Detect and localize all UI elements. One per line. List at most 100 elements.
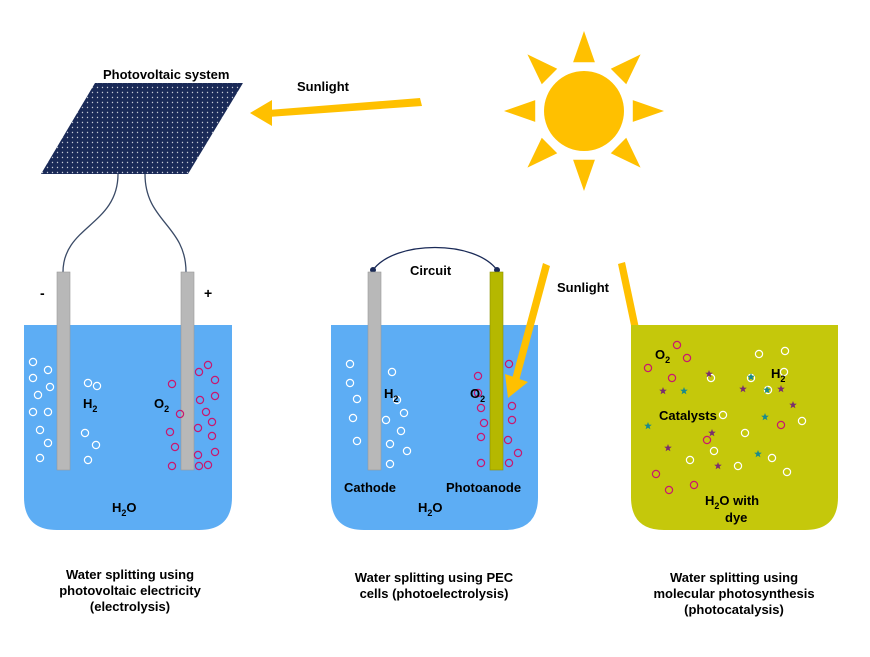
solar-panel-cells bbox=[41, 83, 243, 174]
hydrogen-bubble bbox=[345, 378, 355, 388]
negative-wire bbox=[62, 173, 119, 273]
caption-photocatalysis: Water splitting using molecular photosyn… bbox=[619, 570, 849, 618]
oxygen-bubble bbox=[203, 460, 213, 470]
hydrogen-bubble bbox=[348, 413, 358, 423]
star-icon bbox=[705, 370, 713, 378]
oxygen-bubble bbox=[473, 388, 483, 398]
oxygen-bubble bbox=[776, 420, 786, 430]
star-icon bbox=[777, 385, 785, 393]
minus-sign: - bbox=[40, 285, 45, 301]
hydrogen-label: H2 bbox=[83, 396, 97, 414]
sun-ray bbox=[632, 100, 664, 122]
hydrogen-bubble bbox=[28, 357, 38, 367]
hydrogen-bubble bbox=[352, 436, 362, 446]
caption-line: cells (photoelectrolysis) bbox=[359, 586, 509, 601]
hydrogen-bubble bbox=[706, 373, 716, 383]
positive-wire bbox=[144, 173, 187, 273]
water-label: H2O bbox=[112, 500, 137, 518]
hydrogen-bubble bbox=[43, 438, 53, 448]
hydrogen-bubble bbox=[28, 407, 38, 417]
water-dye-label-line2: dye bbox=[725, 510, 747, 525]
oxygen-bubble bbox=[702, 435, 712, 445]
oxygen-bubble bbox=[476, 403, 486, 413]
hydrogen-bubble bbox=[91, 440, 101, 450]
oxygen-bubble bbox=[476, 458, 486, 468]
pec-oxygen-label: O2 bbox=[470, 386, 485, 404]
hydrogen-bubble bbox=[763, 385, 773, 395]
sun-ray bbox=[527, 137, 558, 168]
oxygen-bubble bbox=[194, 367, 204, 377]
hydrogen-bubble bbox=[767, 453, 777, 463]
caption-line: Water splitting using bbox=[65, 567, 195, 582]
circuit-wire bbox=[372, 246, 498, 271]
hydrogen-bubble bbox=[779, 367, 789, 377]
oxygen-bubble bbox=[207, 417, 217, 427]
star-icon bbox=[761, 413, 769, 421]
sun-ray bbox=[610, 54, 641, 85]
oxygen-bubble bbox=[513, 448, 523, 458]
oxygen-bubble bbox=[503, 435, 513, 445]
caption-line: (electrolysis) bbox=[89, 599, 171, 614]
oxygen-bubble bbox=[210, 447, 220, 457]
sunlight-arrow-to-photoanode bbox=[505, 263, 550, 398]
oxygen-bubble bbox=[194, 461, 204, 471]
hydrogen-bubble bbox=[80, 428, 90, 438]
hydrogen-bubble bbox=[385, 459, 395, 469]
circuit-label: Circuit bbox=[410, 263, 452, 278]
catalysts-label: Catalysts bbox=[659, 408, 717, 423]
oxygen-bubble bbox=[504, 458, 514, 468]
oxygen-label: O2 bbox=[154, 396, 169, 414]
hydrogen-bubble bbox=[381, 415, 391, 425]
sun-ray bbox=[610, 137, 641, 168]
sunlight-label-mid: Sunlight bbox=[557, 280, 610, 295]
hydrogen-bubble bbox=[709, 446, 719, 456]
hydrogen-bubble bbox=[754, 349, 764, 359]
oxygen-bubble bbox=[201, 407, 211, 417]
sunlight-arrow-to-panel bbox=[250, 98, 422, 126]
water-dye-label-line1: H2O with bbox=[705, 493, 759, 511]
caption-line: molecular photosynthesis bbox=[653, 586, 815, 601]
oxygen-bubble bbox=[167, 461, 177, 471]
caption-line: Water splitting using PEC bbox=[354, 570, 514, 585]
bubble-group-photocatalysis bbox=[643, 340, 807, 495]
pec-cathode-electrode bbox=[367, 271, 382, 471]
hydrogen-bubble bbox=[83, 378, 93, 388]
anode-electrode bbox=[180, 271, 195, 471]
sunlight-label-top: Sunlight bbox=[297, 79, 350, 94]
hydrogen-bubble bbox=[345, 359, 355, 369]
oxygen-bubble bbox=[689, 480, 699, 490]
caption-electrolysis: Water splitting using photovoltaic elect… bbox=[15, 567, 245, 615]
oxygen-bubble bbox=[195, 395, 205, 405]
pec-water-label: H2O bbox=[418, 500, 443, 518]
pec-hydrogen-label: H2 bbox=[384, 386, 398, 404]
oxygen-bubble bbox=[507, 415, 517, 425]
hydrogen-bubble bbox=[740, 428, 750, 438]
oxygen-bubble bbox=[643, 363, 653, 373]
star-icon bbox=[708, 429, 716, 437]
solar-panel-icon bbox=[41, 83, 243, 174]
oxygen-bubble bbox=[210, 391, 220, 401]
hydrogen-bubble bbox=[43, 407, 53, 417]
star-icon bbox=[664, 444, 672, 452]
oxygen-bubble bbox=[667, 373, 677, 383]
caption-line: Water splitting using bbox=[669, 570, 799, 585]
star-icon bbox=[739, 385, 747, 393]
oxygen-bubble bbox=[193, 423, 203, 433]
sun-ray bbox=[573, 31, 595, 63]
hydrogen-bubble bbox=[718, 410, 728, 420]
hydrogen-bubble bbox=[733, 461, 743, 471]
hydrogen-bubble bbox=[352, 394, 362, 404]
oxygen-bubble bbox=[682, 353, 692, 363]
oxygen-bubble bbox=[651, 469, 661, 479]
star-icon bbox=[659, 387, 667, 395]
hydrogen-bubble bbox=[33, 390, 43, 400]
circuit-node-right bbox=[494, 267, 500, 273]
pec-beaker bbox=[331, 325, 538, 530]
photoanode-electrode bbox=[489, 271, 504, 471]
electrolysis-beaker bbox=[24, 325, 232, 530]
oxygen-bubble bbox=[207, 431, 217, 441]
oxygen-bubble bbox=[175, 409, 185, 419]
hydrogen-bubble bbox=[45, 382, 55, 392]
star-icon bbox=[754, 450, 762, 458]
